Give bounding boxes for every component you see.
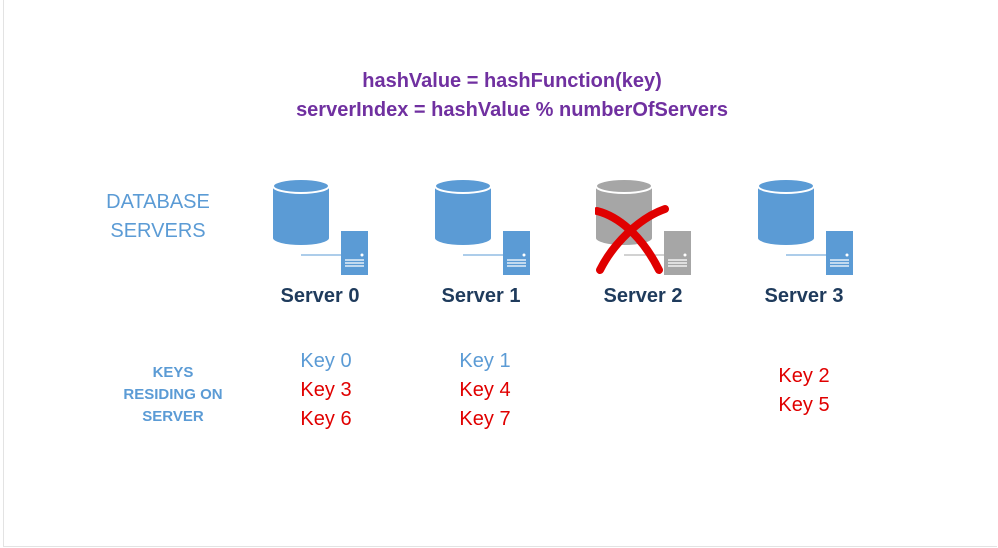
database-server-icon — [272, 178, 368, 275]
key-item: Key 1 — [459, 350, 511, 372]
database-servers-label: DATABASE SERVERS — [88, 188, 228, 246]
key-item: Key 4 — [459, 379, 511, 401]
database-server-icon — [757, 178, 853, 275]
keys-residing-label: KEYS RESIDING ON SERVER — [103, 362, 243, 428]
server-name: Server 2 — [603, 285, 683, 307]
key-item: Key 2 — [778, 365, 830, 387]
key-item: Key 6 — [300, 408, 352, 430]
server-3-key-list: Key 2 Key 5 — [754, 362, 854, 420]
server-name: Server 0 — [280, 285, 360, 307]
key-item: Key 7 — [459, 408, 511, 430]
hash-formula-line: hashValue = hashFunction(key) — [362, 70, 662, 92]
failure-x-icon — [595, 205, 669, 274]
keys-residing-label-line: RESIDING ON — [123, 386, 223, 403]
server-0-key-list: Key 0 Key 3 Key 6 — [276, 347, 376, 434]
failed-database-server-icon — [595, 178, 691, 275]
database-servers-label-line: DATABASE — [106, 191, 210, 213]
database-server-icon — [434, 178, 530, 275]
database-servers-label-line: SERVERS — [110, 220, 206, 242]
keys-residing-label-line: SERVER — [142, 408, 204, 425]
server-name: Server 1 — [441, 285, 521, 307]
keys-residing-label-line: KEYS — [152, 364, 194, 381]
server-index-formula-line: serverIndex = hashValue % numberOfServer… — [296, 99, 728, 121]
server-name: Server 3 — [764, 285, 844, 307]
key-item: Key 0 — [300, 350, 352, 372]
diagram-frame — [3, 0, 997, 547]
key-item: Key 5 — [778, 394, 830, 416]
server-1-key-list: Key 1 Key 4 Key 7 — [435, 347, 535, 434]
key-item: Key 3 — [300, 379, 352, 401]
